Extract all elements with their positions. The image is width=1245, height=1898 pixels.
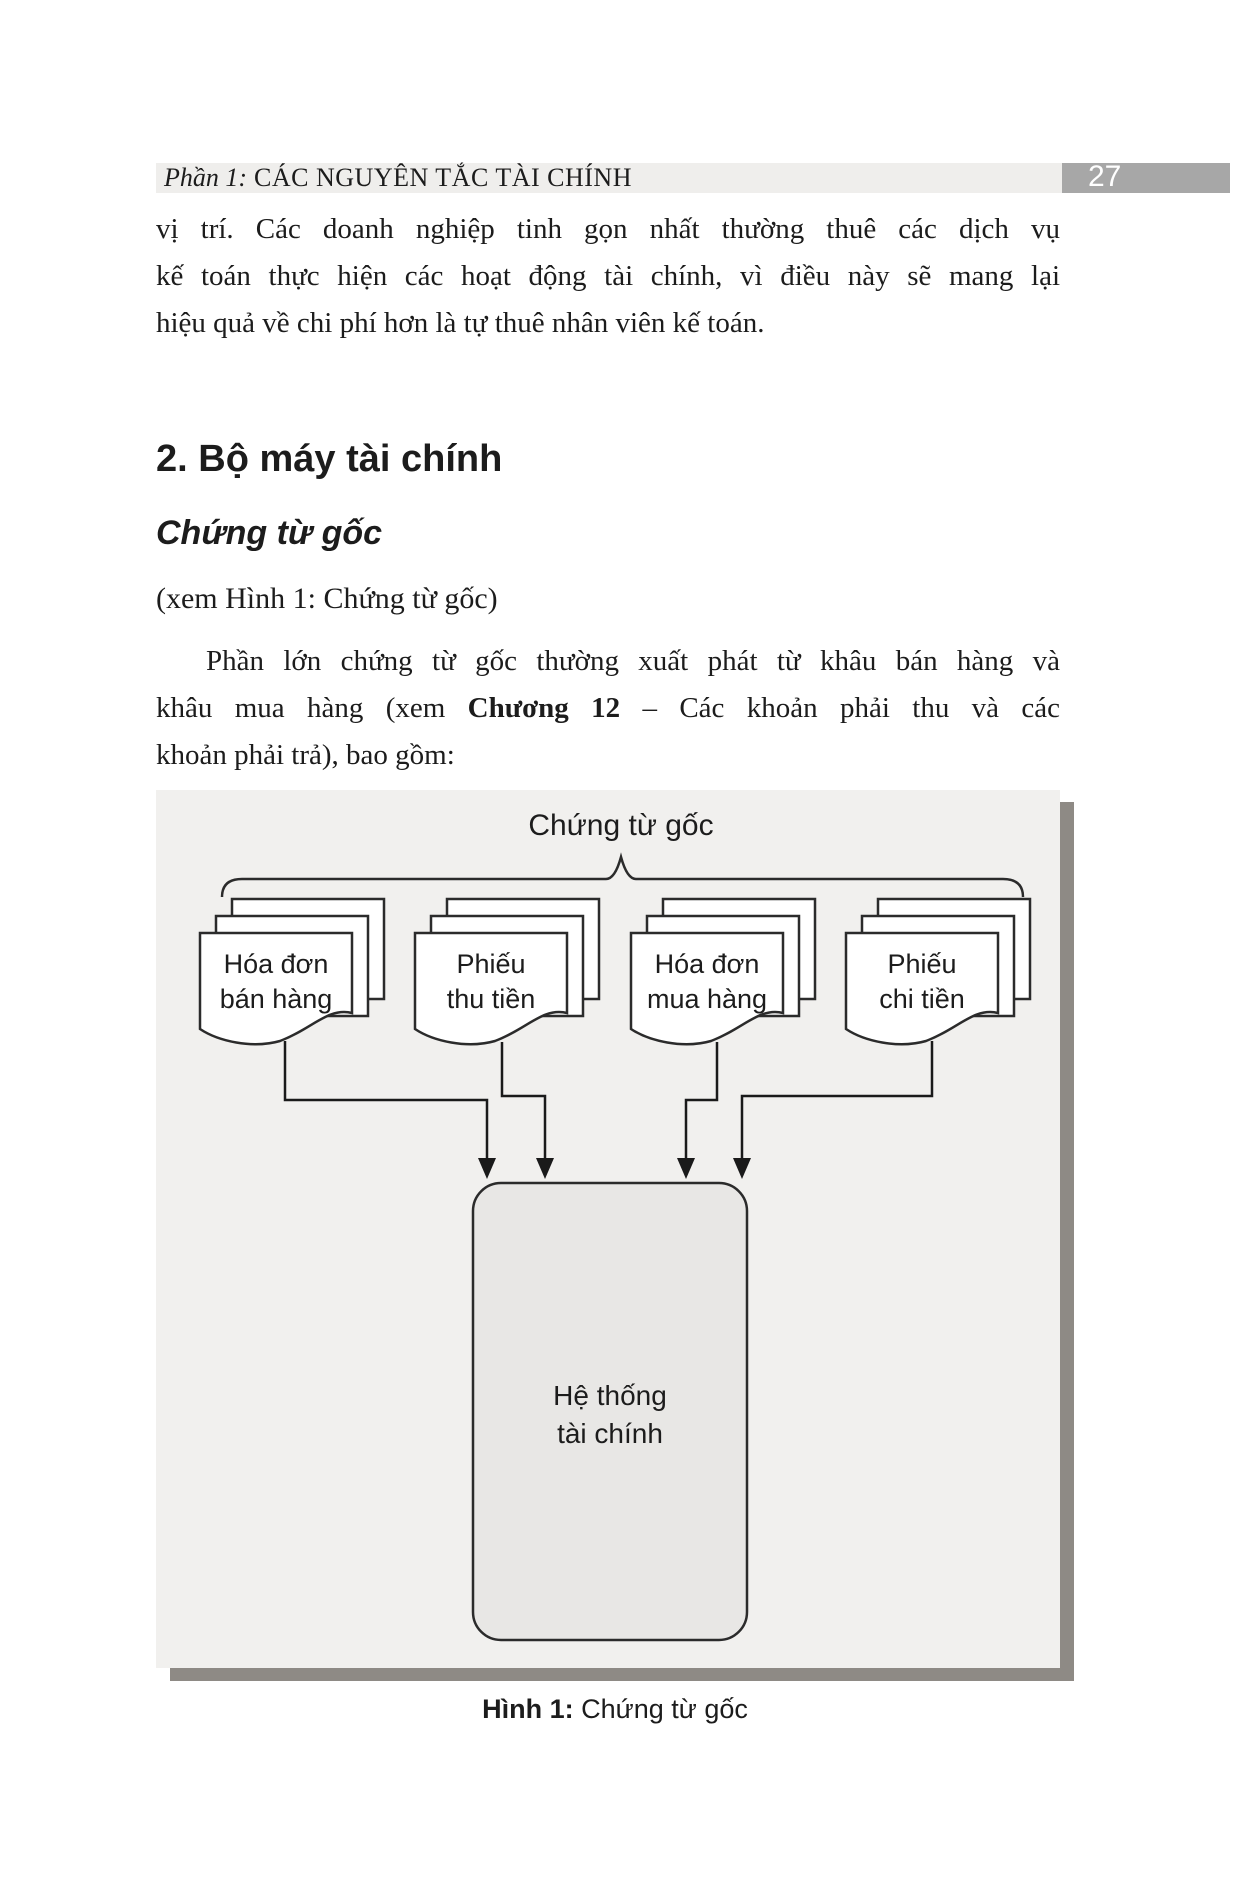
connector-4 [740, 1041, 934, 1159]
document-front-page [198, 931, 354, 1046]
arrowhead-icon [536, 1158, 554, 1179]
document-label-receipt-voucher: Phiếu thu tiền [415, 947, 567, 1017]
caption-label: Hình 1: [482, 1694, 574, 1724]
arrowhead-icon [733, 1158, 751, 1179]
label-line: chi tiền [879, 984, 965, 1014]
running-header-text: Phần 1: CÁC NGUYÊN TẮC TÀI CHÍNH [164, 163, 632, 193]
label-line: Hệ thống [553, 1380, 667, 1411]
document-stack-receipt-voucher [413, 897, 601, 1046]
paragraph-line: vị trí. Các doanh nghiệp tinh gọn nhất t… [156, 213, 1060, 245]
document-front-page [413, 931, 569, 1046]
connector-3 [684, 1042, 719, 1159]
label-line: Phiếu [887, 949, 957, 979]
connector-1 [283, 1041, 489, 1159]
document-label-payment-voucher: Phiếu chi tiền [846, 947, 998, 1017]
caption-text: Chứng từ gốc [573, 1694, 748, 1724]
document-stack-payment-voucher [844, 897, 1032, 1046]
financial-system-label: Hệ thống tài chính [473, 1377, 747, 1453]
running-header-band: Phần 1: CÁC NGUYÊN TẮC TÀI CHÍNH [156, 163, 1062, 193]
figure-shadow-bottom [170, 1668, 1074, 1681]
part-label: Phần 1: [164, 163, 248, 192]
figure-diagram [198, 852, 1032, 1642]
chapter-reference: Chương 12 [467, 692, 621, 724]
body-paragraph: Phần lớn chứng từ gốc thường xuất phát t… [156, 638, 1060, 779]
label-line: thu tiền [446, 984, 536, 1014]
paragraph-line: khoản phải trả), bao gồm: [156, 739, 455, 771]
section-heading: 2. Bộ máy tài chính [156, 438, 503, 480]
label-line: Phiếu [456, 949, 526, 979]
paragraph-line: Phần lớn chứng từ gốc thường xuất phát t… [206, 645, 1060, 677]
label-line: Hóa đơn [223, 949, 329, 979]
paragraph-line: kế toán thực hiện các hoạt động tài chín… [156, 260, 1060, 292]
label-line: bán hàng [219, 984, 333, 1014]
document-stack-sales-invoice [198, 897, 386, 1046]
label-line: Hóa đơn [654, 949, 760, 979]
document-front-page [629, 931, 785, 1046]
paragraph-line: hiệu quả về chi phí hơn là tự thuê nhân … [156, 307, 765, 339]
document-stack-purchase-invoice [629, 897, 817, 1046]
figure-shadow-right [1060, 802, 1074, 1681]
figure-reference: (xem Hình 1: Chứng từ gốc) [156, 582, 498, 615]
page-number: 27 [1088, 160, 1122, 193]
label-line: tài chính [557, 1418, 663, 1449]
line-segment: khâu mua hàng (xem [156, 692, 468, 724]
intro-paragraph: vị trí. Các doanh nghiệp tinh gọn nhất t… [156, 206, 1060, 347]
line-segment: – Các khoản phải thu và các [620, 692, 1061, 724]
arrowheads [478, 1158, 751, 1179]
paragraph-line: khâu mua hàng (xem Chương 12 – Các khoản… [156, 685, 1060, 732]
part-title: CÁC NGUYÊN TẮC TÀI CHÍNH [247, 163, 632, 192]
financial-system-box [471, 1181, 749, 1642]
connector-lines [283, 1041, 934, 1159]
figure-caption: Hình 1: Chứng từ gốc [156, 1692, 1074, 1726]
document-label-sales-invoice: Hóa đơn bán hàng [200, 947, 352, 1017]
brace-shape [220, 852, 1025, 898]
arrowhead-icon [478, 1158, 496, 1179]
connector-2 [500, 1042, 547, 1159]
page-number-box: 27 [1062, 160, 1230, 193]
figure-title: Chứng từ gốc [528, 809, 714, 842]
label-line: mua hàng [646, 984, 768, 1014]
document-front-page [844, 931, 1000, 1046]
section-subheading: Chứng từ gốc [156, 514, 383, 552]
document-label-purchase-invoice: Hóa đơn mua hàng [631, 947, 783, 1017]
arrowhead-icon [677, 1158, 695, 1179]
